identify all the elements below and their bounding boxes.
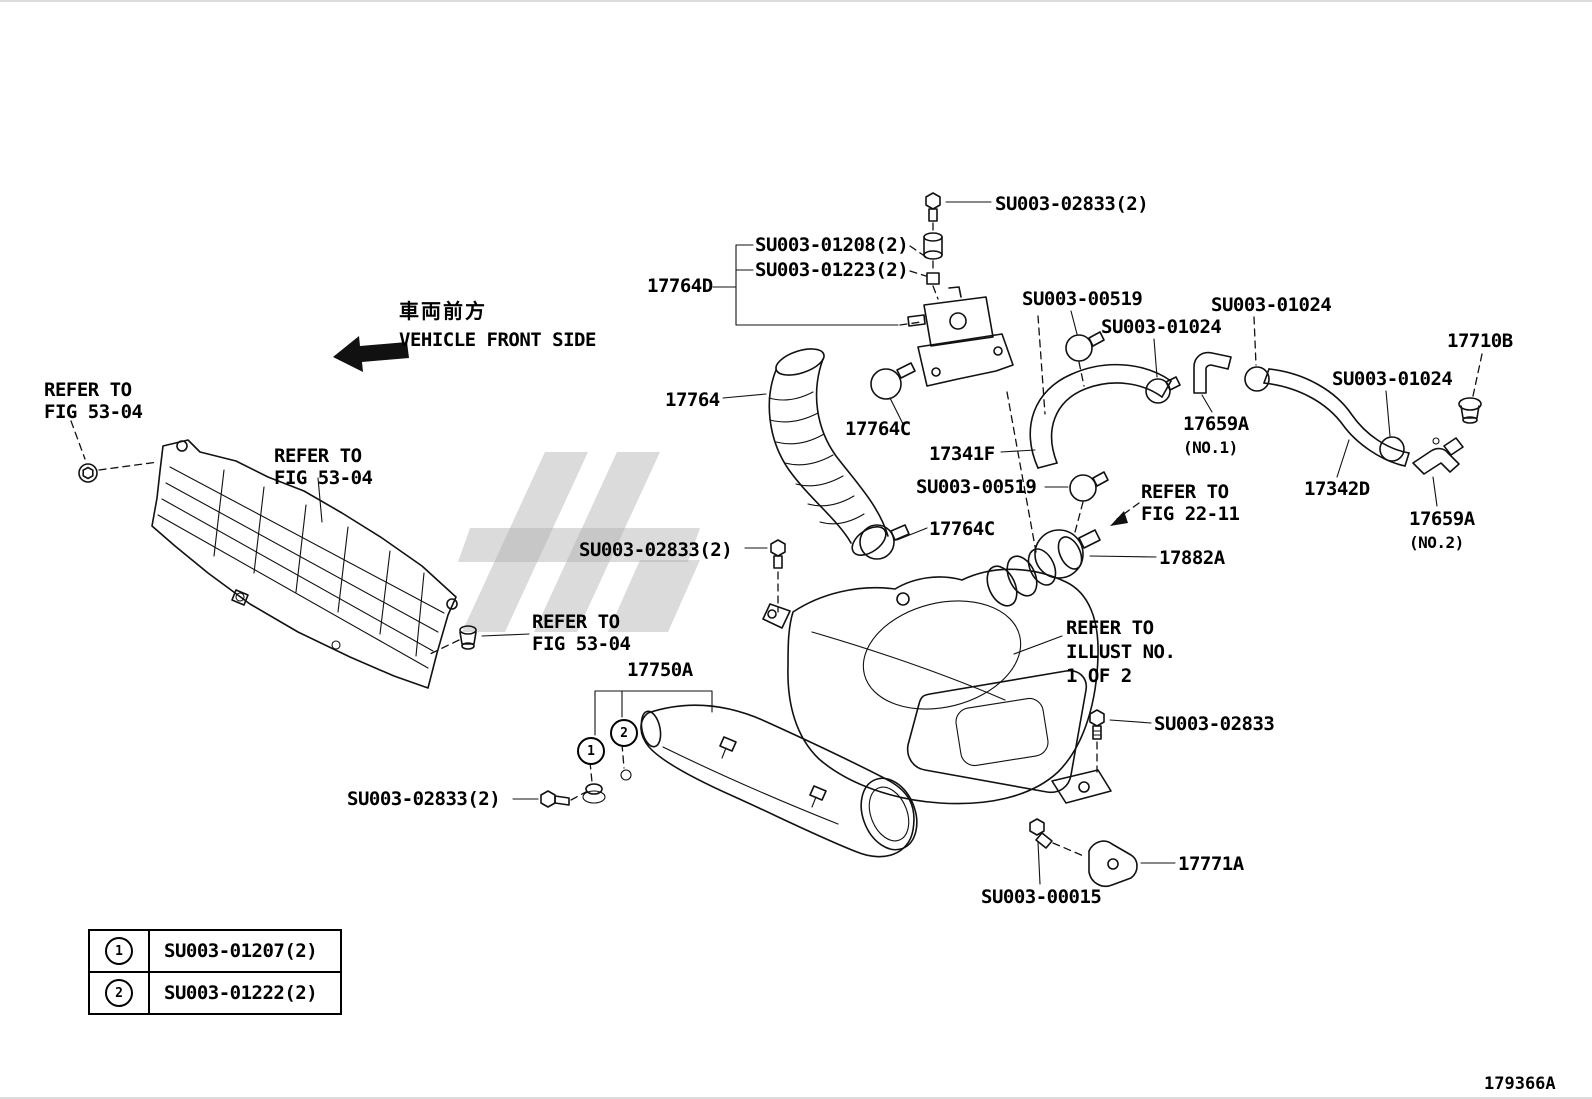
figure-code: 179366A	[1484, 1074, 1556, 1094]
ref-label-fig5304-low-1: REFER TO	[532, 611, 620, 633]
part-label-su003-00015: SU003-00015	[981, 886, 1102, 908]
part-label-su003-01024-3: SU003-01024	[1332, 368, 1453, 390]
part-label-17771a: 17771A	[1178, 853, 1244, 875]
elbow-17659a-no1	[1145, 338, 1232, 413]
front-deflector-panel	[151, 439, 458, 689]
legend-callout-1: 1	[105, 937, 133, 965]
elbow-17659a-no2	[1412, 437, 1464, 507]
part-label-17750a: 17750A	[627, 659, 693, 681]
bolt-icon-right	[1089, 709, 1152, 773]
legend-num-cell-1: 1	[90, 931, 150, 971]
legend-callout-2: 2	[105, 979, 133, 1007]
bottom-edge-line	[0, 1097, 1592, 1099]
hose-clamp-17882a	[1034, 502, 1157, 579]
callout-marker-2: 2	[610, 719, 638, 747]
hose-clamp-17764c-lower	[859, 524, 928, 560]
bolt-icon-mid	[744, 539, 786, 613]
ref-label-fig5304-mid-1: REFER TO	[274, 445, 362, 467]
bolt-icon-bottom-left	[512, 790, 587, 808]
callout-marker-1: 1	[577, 737, 605, 765]
part-label-su003-01024-1: SU003-01024	[1101, 316, 1222, 338]
intake-hose-17764	[722, 348, 889, 556]
part-label-17659a-1-note: (NO.1)	[1183, 438, 1238, 457]
part-label-su003-01024-2: SU003-01024	[1211, 294, 1332, 316]
watermark-logo	[458, 452, 700, 632]
air-cleaner-cover	[906, 669, 1112, 804]
part-label-17882a: 17882A	[1159, 547, 1225, 569]
part-label-17764c-1: 17764C	[845, 418, 911, 440]
pcv-hose-17341f	[1000, 310, 1172, 537]
panel-bolt-icon	[70, 420, 159, 483]
bracket-17771a	[1088, 840, 1176, 888]
part-label-su003-02833-bottom: SU003-02833(2)	[347, 788, 501, 810]
legend-row-1: 1 SU003-01207(2)	[90, 931, 340, 971]
part-label-su003-00519-1: SU003-00519	[1022, 288, 1143, 310]
part-label-17764d: 17764D	[647, 275, 713, 297]
hose-17342d	[1244, 316, 1410, 478]
intake-duct-17750a	[582, 690, 918, 858]
part-label-17659a-1: 17659A	[1183, 413, 1249, 435]
vehicle-front-arrow-icon	[333, 336, 409, 372]
legend-part-cell-1: SU003-01207(2)	[164, 940, 318, 962]
part-label-17659a-2-note: (NO.2)	[1409, 533, 1464, 552]
part-label-su003-00519-2: SU003-00519	[916, 476, 1037, 498]
bolt-icon-00015	[1029, 818, 1087, 885]
part-label-su003-02833-right: SU003-02833	[1154, 713, 1275, 735]
part-label-17710b: 17710B	[1447, 330, 1513, 352]
panel-clip-icon	[429, 625, 530, 655]
front-side-label-jp: 車両前方	[399, 301, 487, 323]
part-label-su003-02833-top: SU003-02833(2)	[995, 193, 1149, 215]
vacuum-valve-assembly-17764d	[712, 192, 1046, 553]
part-label-17341f: 17341F	[929, 443, 995, 465]
part-label-17764: 17764	[665, 389, 720, 411]
ref-label-fig5304-left-2: FIG 53-04	[44, 401, 143, 423]
legend-part-cell-2: SU003-01222(2)	[164, 982, 318, 1004]
ref-label-fig2211-2: FIG 22-11	[1141, 503, 1240, 525]
top-edge-line	[0, 0, 1592, 2]
ref-label-fig5304-mid-2: FIG 53-04	[274, 467, 373, 489]
ref-label-fig2211-1: REFER TO	[1141, 481, 1229, 503]
ref-label-illust-3: 1 OF 2	[1066, 665, 1132, 687]
part-label-17764c-2: 17764C	[929, 518, 995, 540]
ref-label-illust-1: REFER TO	[1066, 617, 1154, 639]
part-label-su003-02833-mid: SU003-02833(2)	[579, 539, 733, 561]
part-label-su003-01208: SU003-01208(2)	[755, 234, 909, 256]
ref-label-fig5304-left-1: REFER TO	[44, 379, 132, 401]
air-cleaner-case	[762, 536, 1099, 805]
ref-label-fig5304-low-2: FIG 53-04	[532, 633, 631, 655]
ref-label-illust-2: ILLUST NO.	[1066, 641, 1176, 663]
part-label-17659a-2: 17659A	[1409, 508, 1475, 530]
part-label-17342d: 17342D	[1304, 478, 1370, 500]
front-side-label-en: VEHICLE FRONT SIDE	[399, 329, 596, 351]
legend-num-cell-2: 2	[90, 973, 150, 1013]
grommet-17710b	[1458, 353, 1483, 424]
hose-clamp-17764c-upper	[870, 362, 916, 427]
part-label-su003-01223: SU003-01223(2)	[755, 259, 909, 281]
legend-table: 1 SU003-01207(2) 2 SU003-01222(2)	[88, 929, 342, 1015]
legend-row-2: 2 SU003-01222(2)	[90, 971, 340, 1013]
